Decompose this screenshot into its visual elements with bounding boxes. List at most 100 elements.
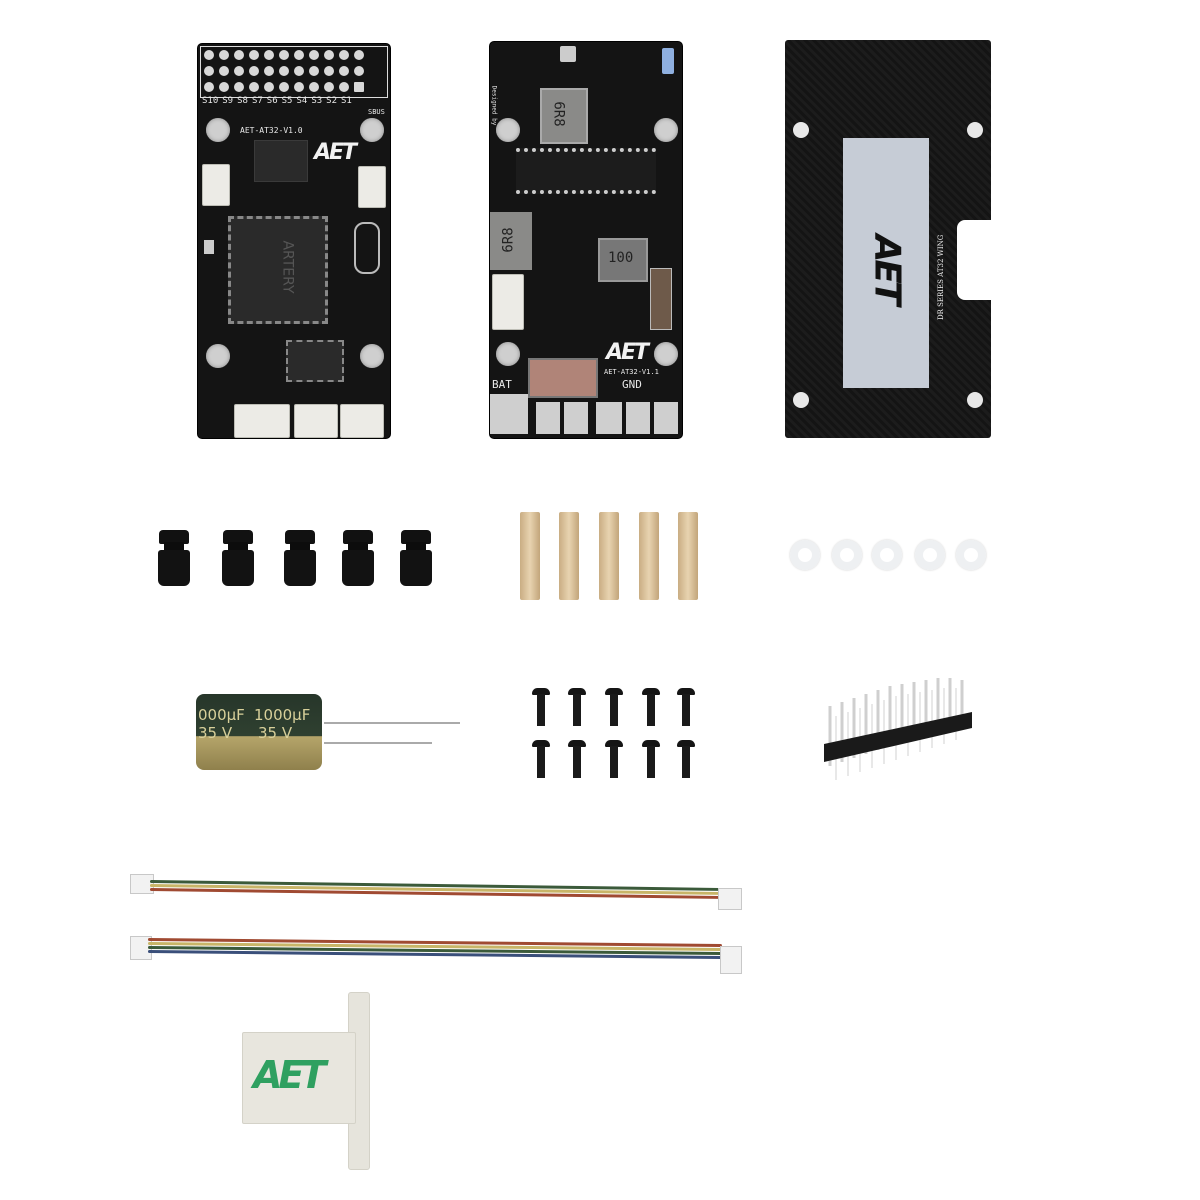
pin-header-icon: [824, 678, 972, 780]
capacitor-body: [196, 694, 322, 770]
grommet: [156, 530, 192, 586]
cover-aet-logo: AET: [866, 234, 908, 303]
screw: [568, 740, 586, 780]
series-text: DR SERIES AT32 WING: [937, 234, 945, 320]
power-board: Designed by 6R8 6R8 100 AET AET-AT32-V1.…: [490, 42, 682, 438]
servo-labels: S10 S9 S8 S7 S6 S5 S4 S3 S2 S1: [202, 96, 352, 106]
inductor-6r8-top: 6R8: [540, 88, 588, 144]
servo-label-s5: S5: [281, 96, 293, 106]
inductor-label: 100: [608, 250, 634, 266]
pin-header: [822, 676, 974, 784]
screw: [605, 688, 623, 728]
screw: [642, 740, 660, 780]
bracket-aet-logo: AET: [253, 1053, 326, 1097]
standoff: [599, 512, 619, 600]
cable-connector: [718, 888, 742, 910]
grommet: [282, 530, 318, 586]
grommet: [398, 530, 434, 586]
inductor-6r8-left: 6R8: [490, 212, 532, 270]
header-pins-row-2: [204, 66, 364, 76]
header-pins-row-3: [204, 82, 364, 92]
servo-label-s6: S6: [266, 96, 278, 106]
bat-label: BAT: [492, 378, 512, 391]
flash-chip: [254, 140, 308, 182]
sbus-label: SBUS: [368, 108, 385, 116]
jst-connector: [358, 166, 386, 208]
switch: [560, 46, 576, 62]
capacitor-text-2: 35 V: [258, 724, 293, 742]
mount-hole: [206, 118, 230, 142]
mount-hole: [967, 122, 983, 138]
capacitor-text-left-2: 35 V: [198, 724, 233, 742]
designed-by-label: Designed by: [490, 85, 498, 126]
mount-hole: [654, 118, 678, 142]
cover-plate: AET DR SERIES AT32 WING: [785, 40, 993, 438]
servo-label-s9: S9: [222, 96, 234, 106]
fc-board-label: AET-AT32-V1.0: [240, 126, 303, 135]
mount-hole: [967, 392, 983, 408]
capacitor-text-1: 1000µF: [254, 706, 311, 724]
electrolytic-capacitor: 000µF 1000µF 35 V 35 V: [196, 694, 324, 770]
mount-hole: [654, 342, 678, 366]
bat-pad: [490, 394, 528, 434]
screw: [677, 740, 695, 780]
inductor-100: 100: [598, 238, 648, 282]
capacitor-lead: [324, 722, 460, 724]
inductor-label: 6R8: [500, 227, 517, 253]
led: [662, 48, 674, 74]
fc-aet-logo: AET: [314, 140, 357, 165]
standoff: [520, 512, 540, 600]
mount-hole: [793, 122, 809, 138]
servo-label-s10: S10: [202, 96, 219, 106]
mount-hole: [360, 118, 384, 142]
grommet: [340, 530, 376, 586]
standoff: [559, 512, 579, 600]
mcu-brand: ARTERY: [279, 240, 296, 294]
screw: [532, 740, 550, 780]
shunt-resistor: [528, 358, 598, 398]
header-pin-block: [200, 46, 388, 98]
servo-label-s4: S4: [296, 96, 308, 106]
screw: [677, 688, 695, 728]
solder-pad: [564, 402, 588, 434]
servo-label-s2: S2: [326, 96, 338, 106]
power-board-label: AET-AT32-V1.1: [604, 368, 659, 376]
washer: [832, 540, 862, 570]
cable-connector: [720, 946, 742, 974]
screw: [642, 688, 660, 728]
boot-button: [204, 240, 214, 254]
standoff: [639, 512, 659, 600]
washer: [915, 540, 945, 570]
cover-label: AET: [843, 138, 929, 388]
inductor-label: 6R8: [550, 101, 567, 127]
resistor-array: [650, 268, 672, 330]
jst-connector: [492, 274, 524, 330]
mount-bracket: AET: [238, 992, 374, 1170]
capacitor-lead: [324, 742, 432, 744]
mount-hole: [206, 344, 230, 368]
flight-controller-board: S10 S9 S8 S7 S6 S5 S4 S3 S2 S1 SBUS AET-…: [198, 44, 390, 438]
mount-hole: [793, 392, 809, 408]
cutout-notch: [957, 220, 993, 300]
washer: [790, 540, 820, 570]
mount-hole: [496, 342, 520, 366]
servo-label-s3: S3: [311, 96, 323, 106]
solder-pad: [654, 402, 678, 434]
jst-connector: [234, 404, 290, 438]
solder-pad: [626, 402, 650, 434]
power-aet-logo: AET: [606, 340, 649, 365]
capacitor-text-left-1: 000µF: [198, 706, 245, 724]
servo-label-s8: S8: [237, 96, 248, 106]
bracket-plate: AET: [242, 1032, 356, 1124]
jst-connector: [294, 404, 338, 438]
screw: [605, 740, 623, 780]
mount-hole: [496, 118, 520, 142]
jst-connector: [202, 164, 230, 206]
mcu-chip: ARTERY: [228, 216, 328, 324]
gnd-label: GND: [622, 378, 642, 391]
header-pins-row-1: [204, 50, 364, 60]
cable-connector: [130, 874, 154, 894]
standoff: [678, 512, 698, 600]
servo-label-s7: S7: [251, 96, 263, 106]
jst-connector: [340, 404, 384, 438]
